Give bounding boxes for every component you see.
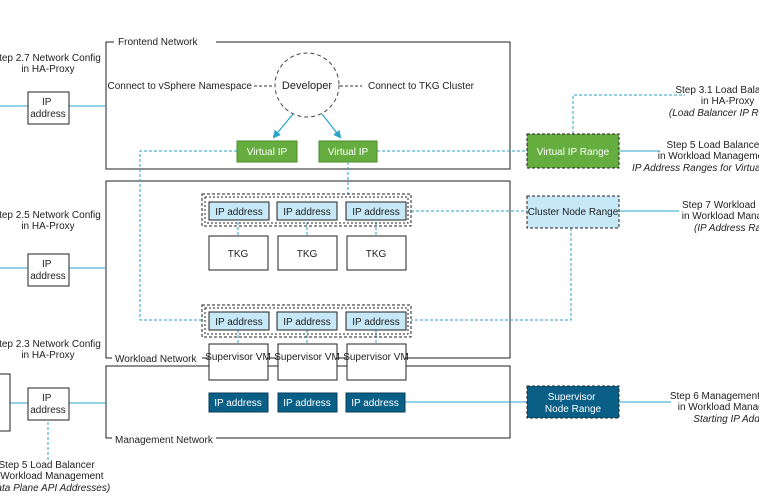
frontend-network-label: Frontend Network: [118, 37, 198, 48]
external-host-box: [0, 373, 11, 432]
solid-connection-lines: [0, 105, 679, 404]
step-6-caption: Step 6 Management Network in Workload Ma…: [670, 391, 759, 425]
workload-ip-group: [201, 304, 412, 338]
step-7-caption: Step 7 Workload Network in Workload Mana…: [682, 200, 759, 234]
tkg-ip-group: [201, 193, 412, 227]
tkg-ip-address-3: [345, 201, 407, 221]
mgmt-ip-address-2-label: IP address: [283, 398, 331, 409]
workload-ip-address-3: [345, 311, 407, 331]
tkg-node-3-label: TKG: [366, 249, 387, 260]
ha-proxy-ip-box-2-label: IP address: [30, 259, 66, 282]
virtual-ip-2-label: Virtual IP: [328, 147, 369, 158]
ha-proxy-caption-2: Step 2.5 Network Config in HA-Proxy: [0, 210, 104, 232]
tkg-ip-address-1: [208, 201, 270, 221]
supervisor-vm-3: [346, 343, 407, 381]
supervisor-node-range-label: Supervisor Node Range: [545, 392, 602, 415]
mgmt-ip-address-3-label: IP address: [351, 398, 399, 409]
ha-proxy-ip-box-1: [27, 91, 70, 125]
supervisor-vm-1: [208, 343, 269, 381]
mgmt-ip-address-3: [345, 392, 406, 413]
cluster-node-range-label: Cluster Node Range: [528, 207, 619, 218]
tkg-ip-address-1-label: IP address: [215, 207, 263, 218]
cluster-node-range: [526, 195, 620, 229]
ha-proxy-ip-box-3-label: IP address: [30, 393, 66, 416]
ha-proxy-caption-3: Step 2.3 Network Config in HA-Proxy: [0, 339, 104, 361]
tkg-ip-address-2-label: IP address: [283, 207, 331, 218]
workload-network-label: Workload Network: [115, 354, 198, 365]
supervisor-vm-2: [277, 343, 338, 381]
developer-label: Developer: [282, 80, 332, 92]
step-5-caption: Step 5 Load Balancer in Workload Managem…: [632, 140, 759, 174]
virtual-ip-range-label: Virtual IP Range: [537, 147, 610, 158]
tkg-ip-address-3-label: IP address: [352, 207, 400, 218]
tkg-node-1: [208, 235, 269, 271]
supervisor-vm-3-label: Supervisor VM: [343, 352, 409, 363]
tkg-node-3: [346, 235, 407, 271]
mgmt-ip-address-1: [208, 392, 269, 413]
connect-tkg-note: Connect to TKG Cluster: [368, 81, 475, 92]
tkg-node-1-label: TKG: [228, 249, 249, 260]
ha-proxy-ip-box-1-label: IP address: [30, 97, 66, 120]
developer-node: [274, 52, 340, 118]
workload-ip-address-2: [276, 311, 338, 331]
management-network-label: Management Network: [115, 435, 214, 446]
supervisor-node-range: [526, 385, 620, 419]
supervisor-vm-2-label: Supervisor VM: [274, 352, 340, 363]
step-3-1-caption: Step 3.1 Load Balancer in HA-Proxy (Load…: [669, 85, 759, 119]
workload-ip-address-1-label: IP address: [215, 317, 263, 328]
bottom-caption: Step 5 Load Balancer in Workload Managem…: [0, 460, 110, 494]
mgmt-ip-address-1-label: IP address: [214, 398, 262, 409]
tkg-ip-address-2: [276, 201, 338, 221]
ha-proxy-caption-1: Step 2.7 Network Config in HA-Proxy: [0, 53, 104, 75]
virtual-ip-1-label: Virtual IP: [247, 147, 288, 158]
workload-ip-address-1: [208, 311, 270, 331]
workload-ip-address-2-label: IP address: [283, 317, 331, 328]
tkg-node-2: [277, 235, 338, 271]
mgmt-ip-address-2: [277, 392, 338, 413]
workload-ip-address-3-label: IP address: [352, 317, 400, 328]
virtual-ip-range: [526, 133, 620, 169]
supervisor-vm-1-label: Supervisor VM: [205, 352, 271, 363]
connect-namespace-note: Connect to vSphere Namespace: [107, 81, 252, 92]
tkg-node-2-label: TKG: [297, 249, 318, 260]
ha-proxy-ip-box-2: [27, 253, 70, 287]
ha-proxy-ip-box-3: [27, 387, 70, 421]
